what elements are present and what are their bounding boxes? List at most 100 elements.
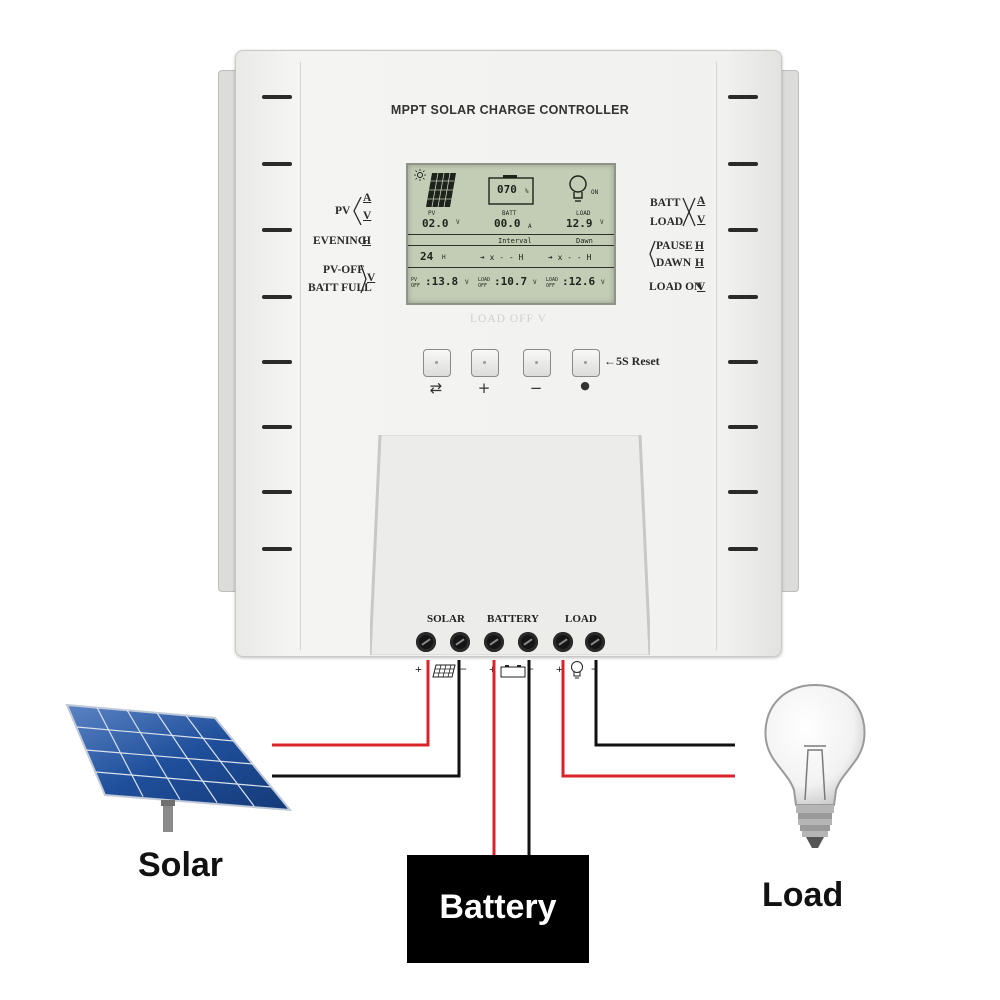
light-icon: ● (580, 379, 590, 392)
battery-label: Battery (439, 888, 557, 926)
load-negative-terminal[interactable] (585, 632, 605, 652)
reset-hint: ←5S Reset (604, 354, 660, 368)
pv-unit-a: A (363, 192, 372, 204)
vent-slot (262, 425, 292, 429)
bulb-icon (569, 175, 587, 202)
light-button[interactable] (572, 349, 600, 377)
minus-icon: − (529, 379, 543, 397)
battery-level-icon (488, 175, 534, 205)
battery-negative-terminal[interactable] (518, 632, 538, 652)
pv-unit: V (456, 219, 460, 226)
dawn-unit: H (695, 257, 704, 269)
battery-block: Battery (407, 855, 589, 963)
vent-slot (728, 425, 758, 429)
pv-unit-v: V (363, 210, 372, 222)
load-terminal-label: LOAD (565, 613, 597, 625)
interval-label: Interval (498, 237, 532, 245)
pv-off-unit-side: V (367, 272, 376, 284)
load-negative-wire (594, 660, 735, 747)
load-off-label-2: LOAD OFF (546, 277, 559, 289)
batt-full-side-label: BATT FULL (308, 282, 372, 294)
solar-positive-terminal[interactable] (416, 632, 436, 652)
cross-bracket-icon (682, 197, 696, 227)
controller-face (300, 62, 717, 650)
solar-panel-symbol-icon (432, 664, 456, 678)
load-positive-terminal[interactable] (553, 632, 573, 652)
pvoff-bracket-icon (360, 264, 367, 294)
pv-label: PV (428, 210, 436, 217)
vent-slot (262, 95, 292, 99)
solar-terminal-label: SOLAR (427, 613, 465, 625)
pv-side-label: PV (335, 205, 351, 217)
load-label: Load (762, 876, 844, 914)
batt-value: 00.0 (494, 217, 521, 230)
load-unit: V (600, 219, 604, 226)
pause-bracket-icon (649, 240, 656, 268)
load-off-value-1: :10.7 (494, 275, 528, 288)
dawn-value: ➔ x - - H (548, 253, 592, 262)
plus-button[interactable] (471, 349, 499, 377)
solar-minus-sign: − (460, 662, 467, 676)
vent-slot (728, 490, 758, 494)
batt-label: BATT (502, 210, 517, 217)
pv-bracket-icon (353, 196, 362, 226)
load-on-indicator: ON (591, 189, 599, 196)
pause-unit: H (695, 240, 704, 252)
pv-value: 02.0 (422, 217, 449, 230)
pv-off-label: PV OFF (411, 277, 421, 289)
battery-positive-terminal[interactable] (484, 632, 504, 652)
hours-value: 24 (420, 250, 434, 263)
load-on-side-label: LOAD ON (649, 281, 703, 293)
load-positive-wire (561, 660, 735, 778)
dawn-side-label: DAWN (656, 257, 692, 269)
solar-negative-wire (272, 660, 461, 778)
solar-label: Solar (138, 846, 224, 884)
solar-panel-icon (65, 703, 293, 832)
lcd-divider (408, 234, 614, 235)
batt-unit: A (528, 223, 532, 230)
controller-title: MPPT SOLAR CHARGE CONTROLLER (390, 103, 630, 117)
vent-slot (728, 360, 758, 364)
dawn-label: Dawn (576, 237, 593, 245)
sun-icon (414, 169, 426, 181)
load-plus-sign: + (556, 662, 563, 676)
battery-symbol-icon (500, 665, 526, 678)
hours-unit: H (442, 254, 446, 261)
solar-negative-terminal[interactable] (450, 632, 470, 652)
load-off-label-1: LOAD OFF (478, 277, 491, 289)
lcd-divider (408, 245, 614, 246)
load-off-unit-1: V (533, 279, 537, 286)
batt-side-label: BATT (650, 197, 681, 209)
pv-off-side-label: PV-OFF (323, 264, 365, 276)
minus-button[interactable] (523, 349, 551, 377)
load-label: LOAD (576, 210, 591, 217)
solar-positive-wire (272, 660, 430, 747)
load-off-faint-label: LOAD OFF V (470, 313, 547, 325)
lcd-divider (408, 267, 614, 268)
load-off-unit-2: V (601, 279, 605, 286)
battery-percent-value: 070 (497, 183, 517, 196)
switch-button[interactable] (423, 349, 451, 377)
interval-value: ➔ x - - H (480, 253, 524, 262)
solar-panel-icon (426, 173, 456, 207)
vent-slot (728, 228, 758, 232)
right-unit-v: V (697, 214, 706, 226)
load-minus-sign: − (591, 662, 598, 676)
battery-plus-sign: + (489, 662, 496, 676)
vent-slot (262, 547, 292, 551)
vent-slot (262, 162, 292, 166)
pause-label: PAUSE (656, 240, 693, 252)
vent-slot (728, 95, 758, 99)
switch-arrows-icon: ⇄ (429, 379, 443, 397)
vent-slot (728, 295, 758, 299)
light-bulb-icon (764, 683, 866, 848)
vent-slot (262, 228, 292, 232)
vent-slot (728, 162, 758, 166)
vent-slot (728, 547, 758, 551)
battery-percent-unit: % (525, 188, 529, 195)
evening-unit: H (362, 235, 371, 247)
bulb-symbol-icon (571, 661, 583, 679)
vent-slot (262, 490, 292, 494)
battery-terminal-label: BATTERY (487, 613, 539, 625)
